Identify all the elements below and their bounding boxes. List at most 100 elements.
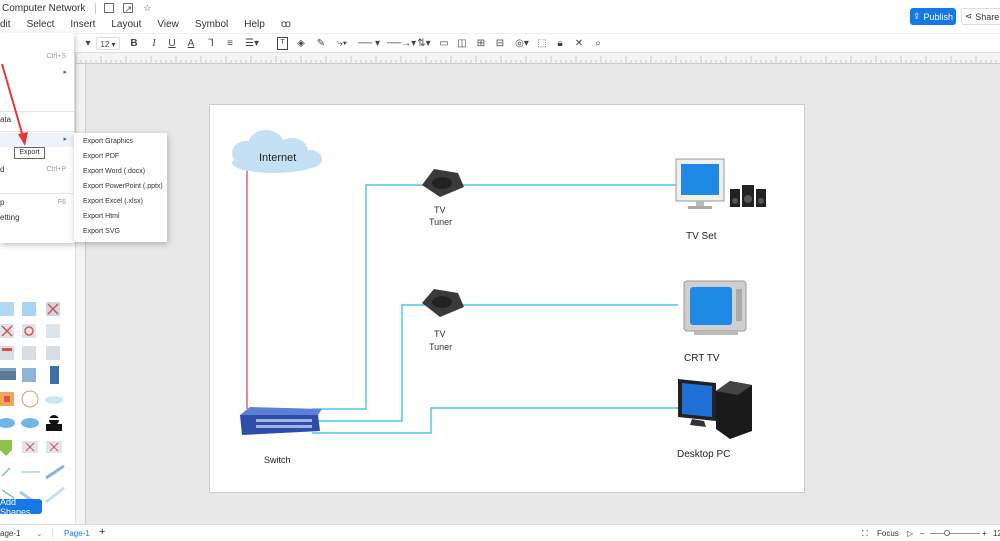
connector-icon[interactable]: ⤷▾ [337, 38, 347, 49]
add-page-button[interactable]: + [99, 526, 106, 538]
shape-server-blue-2[interactable] [22, 302, 36, 316]
shape-cloud-blue-2[interactable] [21, 418, 39, 428]
menu-symbol[interactable]: Symbol [194, 19, 229, 30]
shape-tower[interactable] [50, 366, 59, 384]
font-size-select[interactable]: 12 ▾ [96, 37, 120, 50]
add-shapes-button[interactable]: Add Shapes [0, 497, 42, 517]
tv-set-device[interactable] [675, 158, 766, 209]
focus-label[interactable]: Focus [877, 529, 899, 538]
shape-cube[interactable] [22, 346, 36, 360]
text-box-icon[interactable]: T [277, 37, 288, 50]
share-button[interactable]: ⋖ Share [961, 8, 1000, 25]
search-icon[interactable]: ⌕ [595, 38, 601, 49]
edit-shape-icon[interactable]: ⬚ [537, 38, 547, 49]
tv-tuner-2-device[interactable] [422, 289, 464, 317]
file-menu-export[interactable]: ▸ [0, 133, 74, 147]
underline-icon[interactable]: U [168, 38, 176, 49]
menu-edit[interactable]: dit [0, 19, 11, 30]
shape-link-3[interactable] [45, 486, 65, 504]
export-svg-item[interactable]: Export SVG [83, 228, 120, 235]
shape-firewall[interactable] [0, 324, 14, 338]
page-selector[interactable]: age-1 [0, 529, 21, 538]
export-pdf-item[interactable]: Export PDF [83, 153, 120, 160]
link-switch-desktop[interactable] [312, 407, 678, 434]
shape-hacker[interactable] [46, 415, 62, 431]
export-html-item[interactable]: Export Html [83, 213, 120, 220]
file-menu-print[interactable]: d Ctrl+P [0, 163, 74, 177]
internet-cloud[interactable] [232, 130, 322, 173]
shape-server-red[interactable] [46, 302, 60, 316]
shape-link[interactable] [1, 489, 15, 499]
arrow-style-select[interactable]: ──→▾ [387, 38, 417, 49]
focus-icon[interactable]: ⛶ [862, 529, 868, 538]
file-menu-recent[interactable]: ▸ [0, 66, 74, 80]
shape-ribbon[interactable] [45, 464, 65, 480]
glasses-icon[interactable]: ꝏ [280, 19, 292, 30]
zoom-slider[interactable] [930, 533, 980, 534]
file-menu-save[interactable]: Ctrl+S [0, 50, 74, 64]
zoom-slider-handle[interactable] [944, 530, 950, 536]
shape-switch-iso[interactable] [0, 368, 16, 380]
menu-insert[interactable]: Insert [70, 19, 96, 30]
tv-tuner-1-device[interactable] [422, 169, 464, 197]
export-powerpoint-item[interactable]: Export PowerPoint (.pptx) [83, 183, 163, 190]
menu-select[interactable]: Select [26, 19, 55, 30]
line-spacing-icon[interactable]: ☰▾ [245, 38, 259, 49]
ungroup-icon[interactable]: ⊟ [495, 38, 505, 49]
shape-server-blue[interactable] [0, 302, 14, 316]
zoom-in-icon[interactable]: + [982, 529, 987, 538]
fill-icon[interactable]: ◈ [297, 38, 305, 49]
crt-tv-device[interactable] [683, 280, 747, 335]
shape-cube-2[interactable] [46, 346, 60, 360]
font-color-icon[interactable]: A [187, 38, 195, 49]
menu-help[interactable]: Help [244, 19, 265, 30]
distribute-icon[interactable]: ⇅▾ [417, 38, 431, 49]
tools-icon[interactable]: ✕ [574, 38, 584, 49]
bold-icon[interactable]: B [130, 38, 138, 49]
menu-layout[interactable]: Layout [111, 19, 142, 30]
shape-box[interactable] [46, 324, 60, 338]
file-menu-setting[interactable]: etting [0, 211, 74, 225]
file-menu-backup[interactable]: p F6 [0, 196, 74, 210]
page-selector-chevron-icon[interactable]: ⌄ [36, 529, 43, 538]
network-switch-device[interactable] [240, 407, 322, 435]
shape-colorful[interactable] [0, 392, 14, 406]
group-icon[interactable]: ⊞ [476, 38, 486, 49]
shape-cloud-light[interactable] [45, 396, 63, 404]
font-dropdown-arrow[interactable]: ▾ [85, 38, 91, 49]
export-graphics-item[interactable]: Export Graphics [83, 138, 134, 145]
shape-cloud-blue[interactable] [0, 418, 15, 428]
star-icon[interactable]: ☆ [143, 3, 152, 13]
save-icon[interactable] [104, 3, 115, 13]
desktop-pc-device[interactable] [678, 379, 752, 439]
italic-icon[interactable]: I [152, 38, 156, 49]
shape-circle[interactable] [21, 390, 39, 408]
link-switch-tuner1[interactable] [312, 184, 426, 410]
file-menu-import-data[interactable]: ata [0, 113, 74, 127]
open-external-icon[interactable]: ↗ [123, 3, 134, 14]
diagram-page[interactable]: Internet TV Tuner TV Tuner TV Set [209, 104, 805, 493]
shape-panel-red-2[interactable] [46, 441, 62, 453]
link-switch-tuner2[interactable] [312, 304, 426, 422]
export-word-item[interactable]: Export Word (.docx) [83, 168, 146, 175]
pen-icon[interactable]: ✎ [316, 38, 326, 49]
shape-cube-red[interactable] [0, 346, 14, 360]
play-icon[interactable]: ▷ [907, 529, 914, 538]
arrange-icon[interactable]: ▭ [439, 38, 449, 49]
zoom-out-icon[interactable]: − [920, 529, 925, 538]
tab-page-1[interactable]: Page-1 [64, 529, 90, 538]
shape-building[interactable] [22, 368, 36, 382]
export-excel-item[interactable]: Export Excel (.xlsx) [83, 198, 143, 205]
text-style-icon[interactable]: Ꞁ [208, 38, 214, 49]
menu-view[interactable]: View [157, 19, 179, 30]
shape-shield[interactable] [0, 440, 12, 456]
align-icon[interactable]: ≡ [227, 38, 233, 49]
shape-arrow[interactable] [1, 467, 11, 477]
layer-icon[interactable]: ◫ [457, 38, 467, 49]
shape-router[interactable] [22, 324, 36, 338]
publish-button[interactable]: ⇪ Publish [910, 8, 956, 25]
line-style-select[interactable]: ── ▾ [358, 38, 380, 49]
shape-panel-red[interactable] [22, 441, 38, 453]
lock-icon[interactable]: 🔒︎ [557, 38, 563, 49]
style-icon[interactable]: ◎▾ [515, 38, 529, 49]
